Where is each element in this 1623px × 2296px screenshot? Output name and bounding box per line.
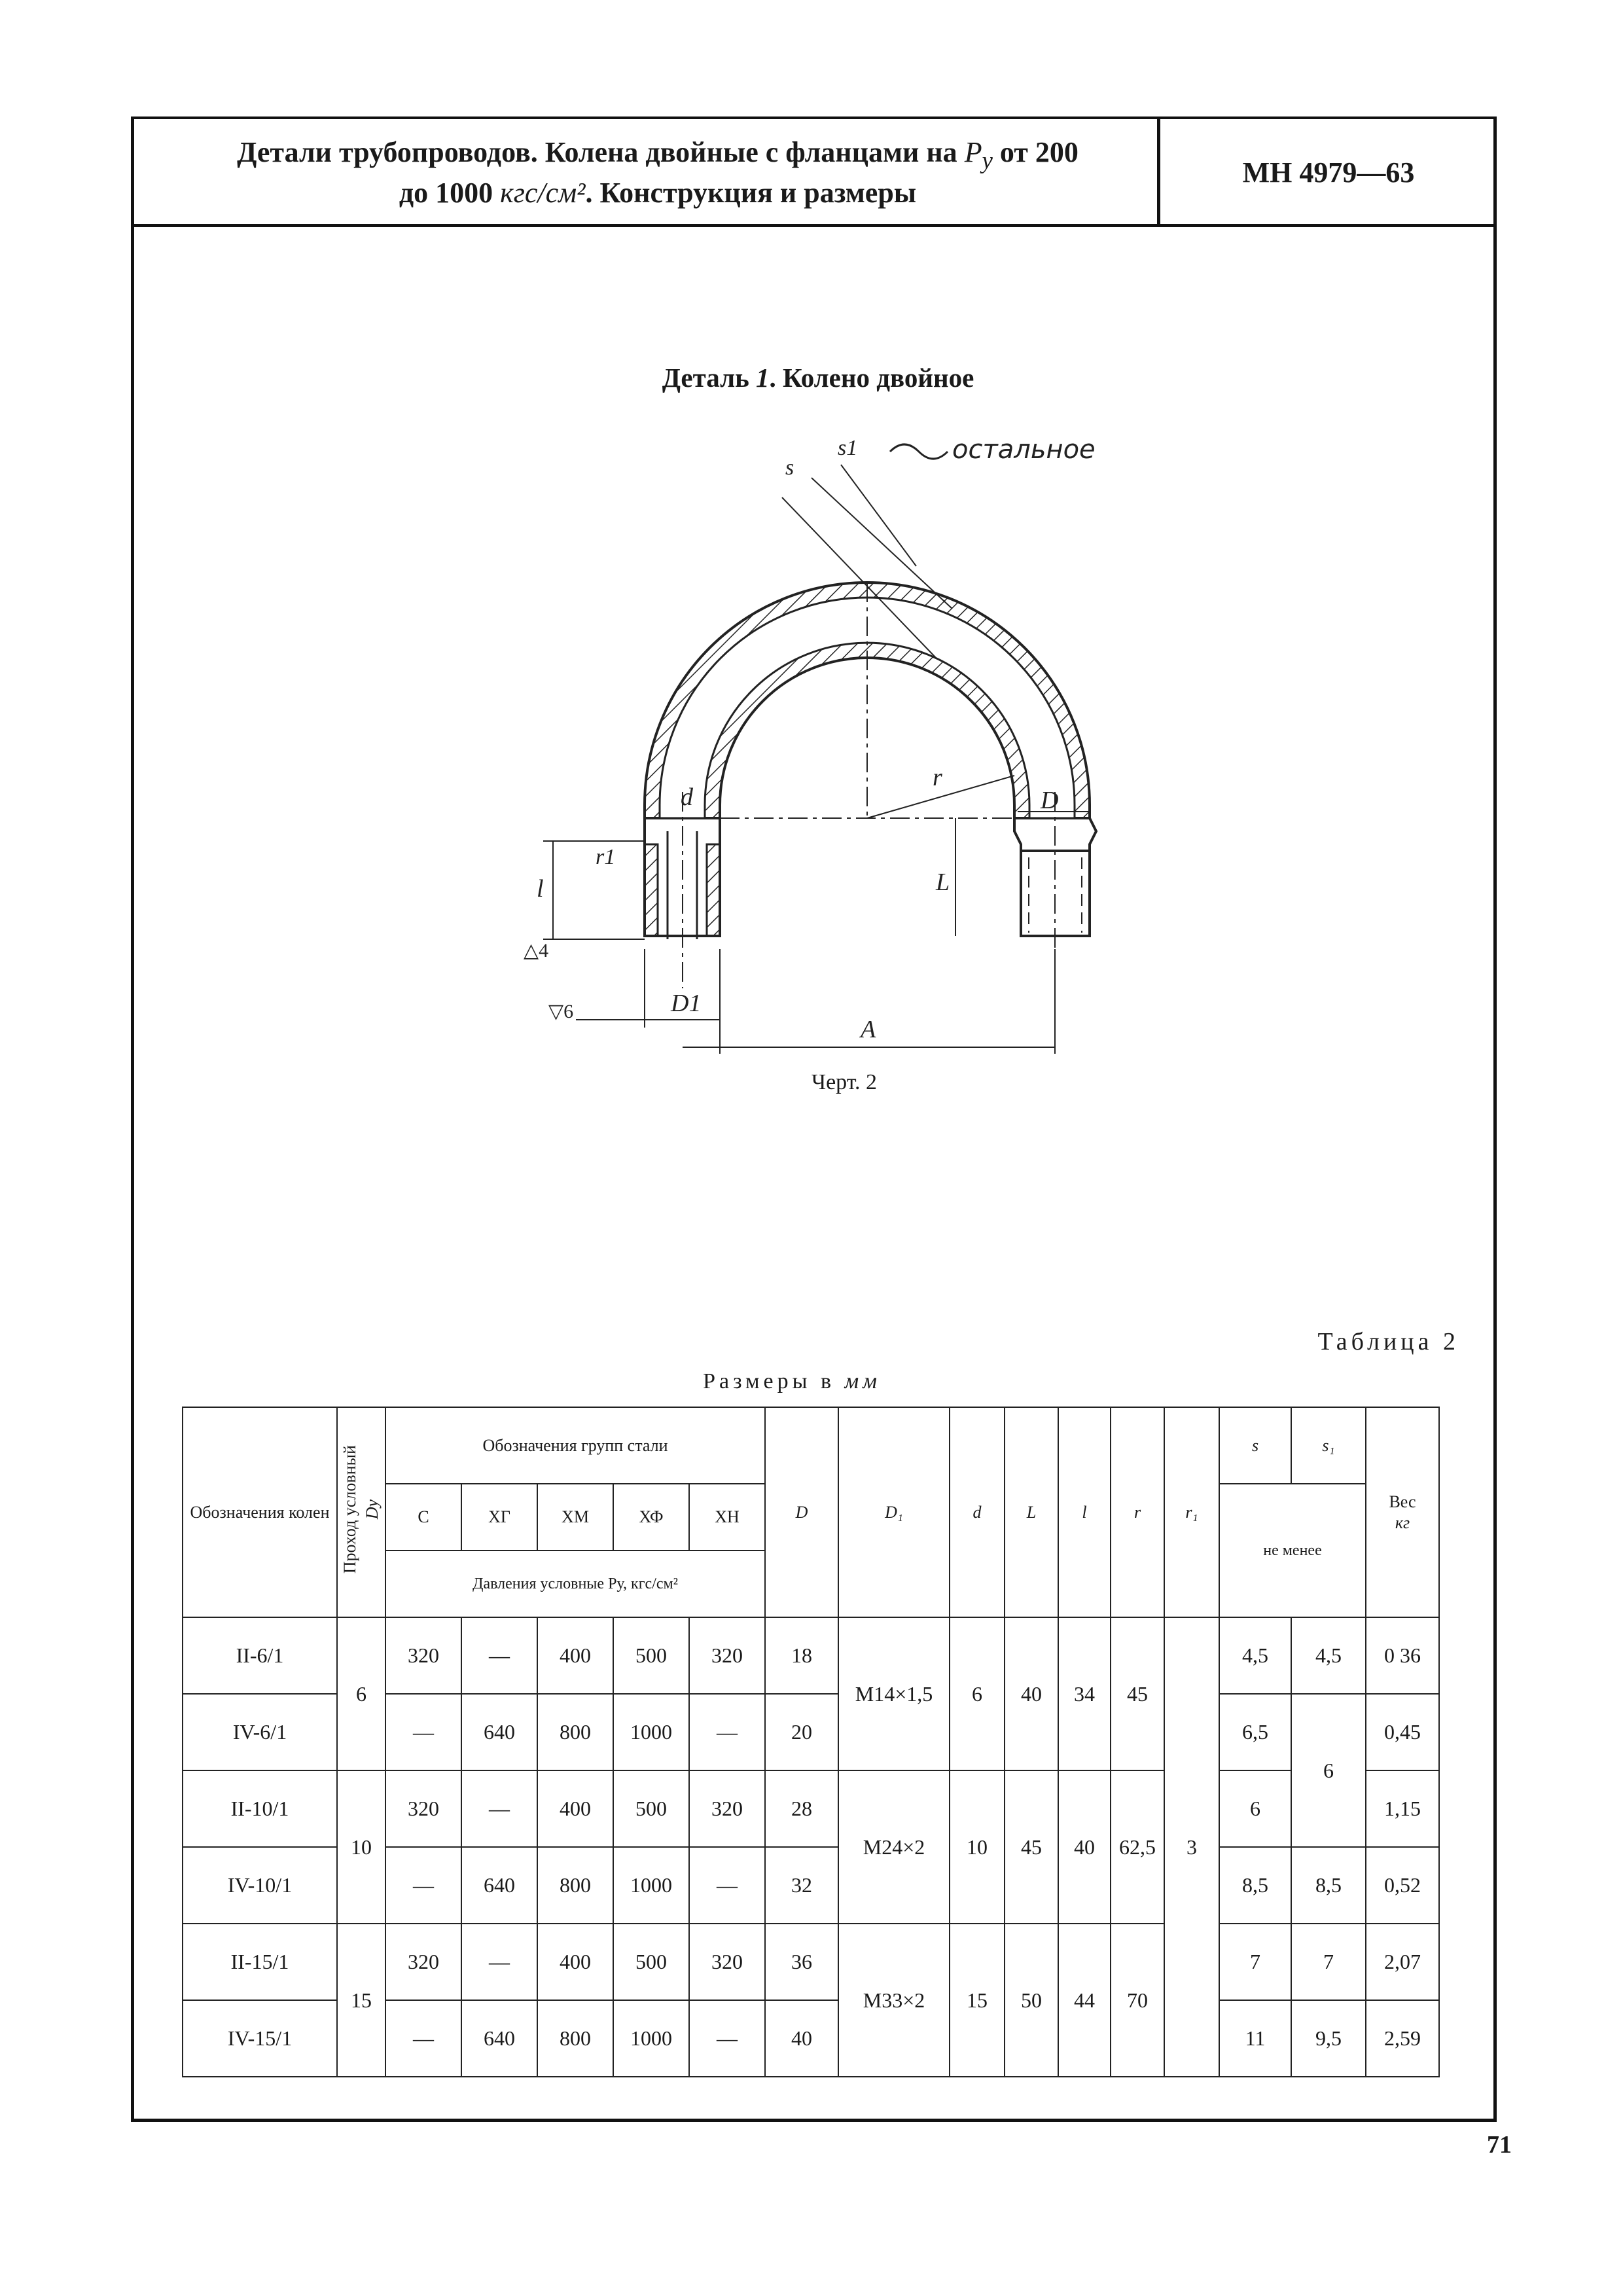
table-number: Таблица 2 (1317, 1328, 1459, 1355)
pressure-symbol: Ру (964, 136, 993, 173)
col-steel-C: С (385, 1483, 462, 1551)
table-row: IV-10/1 — 640 800 1000 — 32 8,5 8,5 0,52 (182, 1846, 1440, 1924)
roughness-mark-icon (889, 443, 949, 460)
col-r1: r₁ (1164, 1407, 1220, 1618)
label-r: r (933, 764, 942, 791)
col-steel-groups: Обозначения групп стали (385, 1407, 766, 1484)
col-D: D (764, 1407, 839, 1618)
col-not-less: не менее (1219, 1483, 1366, 1618)
col-steel-XM: ХМ (537, 1483, 614, 1551)
label-D1: D1 (670, 990, 701, 1017)
page-number: 71 (1487, 2131, 1512, 2159)
col-r: r (1110, 1407, 1165, 1618)
document-frame (131, 117, 1497, 2122)
label-s: s (785, 456, 794, 480)
label-s1: s1 (838, 436, 857, 460)
roughness-note: остальное (952, 435, 1096, 465)
table-row: IV-15/1 — 640 800 1000 — 40 11 9,5 2,59 (182, 2000, 1440, 2077)
col-steel-XF: ХФ (613, 1483, 690, 1551)
label-L: L (935, 869, 950, 896)
col-D1: D₁ (838, 1407, 950, 1618)
table-row: IV-6/1 — 640 800 1000 — 20 6,5 6 0,45 (182, 1693, 1440, 1848)
label-l: l (537, 875, 544, 903)
table-row: II-6/1 6 320 — 400 500 320 18 M14×1,5 6 … (182, 1617, 1440, 2077)
col-d: d (949, 1407, 1005, 1618)
col-steel-XG: ХГ (461, 1483, 538, 1551)
col-steel-XN: ХН (688, 1483, 766, 1551)
header-band (131, 117, 1497, 227)
label-D: D (1040, 787, 1058, 814)
document-code: МН 4979—63 (1242, 156, 1415, 188)
col-l: l (1058, 1407, 1111, 1618)
col-s: s (1219, 1407, 1292, 1484)
finish-mark-6: ▽6 (548, 1001, 573, 1022)
drawing-caption: Черт. 2 (811, 1070, 878, 1094)
header-divider (1157, 117, 1160, 227)
label-d: d (681, 783, 694, 811)
col-s1: s₁ (1291, 1407, 1366, 1484)
col-L: L (1004, 1407, 1059, 1618)
detail-title: Деталь 1. Колено двойное (662, 363, 974, 393)
document-title: Детали трубопроводов. Колена двойные с ф… (237, 136, 1079, 209)
dimensions-note: Размеры в мм (703, 1369, 881, 1393)
double-bend-drawing: остальное r s s1 d D l r1 L △4 ▽6 D1 A (524, 435, 1098, 1054)
col-designation: Обозначения колен (182, 1407, 338, 1618)
finish-mark-4: △4 (524, 940, 548, 961)
table-row: II-15/1 15 320 — 400 500 320 36 M33×2 15… (182, 1923, 1440, 2077)
bend-bore (658, 596, 1076, 819)
table-row: II-10/1 10 320 — 400 500 320 28 M24×2 10… (182, 1770, 1440, 1924)
col-pressure: Давления условные Pу, кгс/см² (385, 1550, 766, 1618)
label-A: A (859, 1016, 876, 1043)
label-r1: r1 (596, 845, 615, 869)
